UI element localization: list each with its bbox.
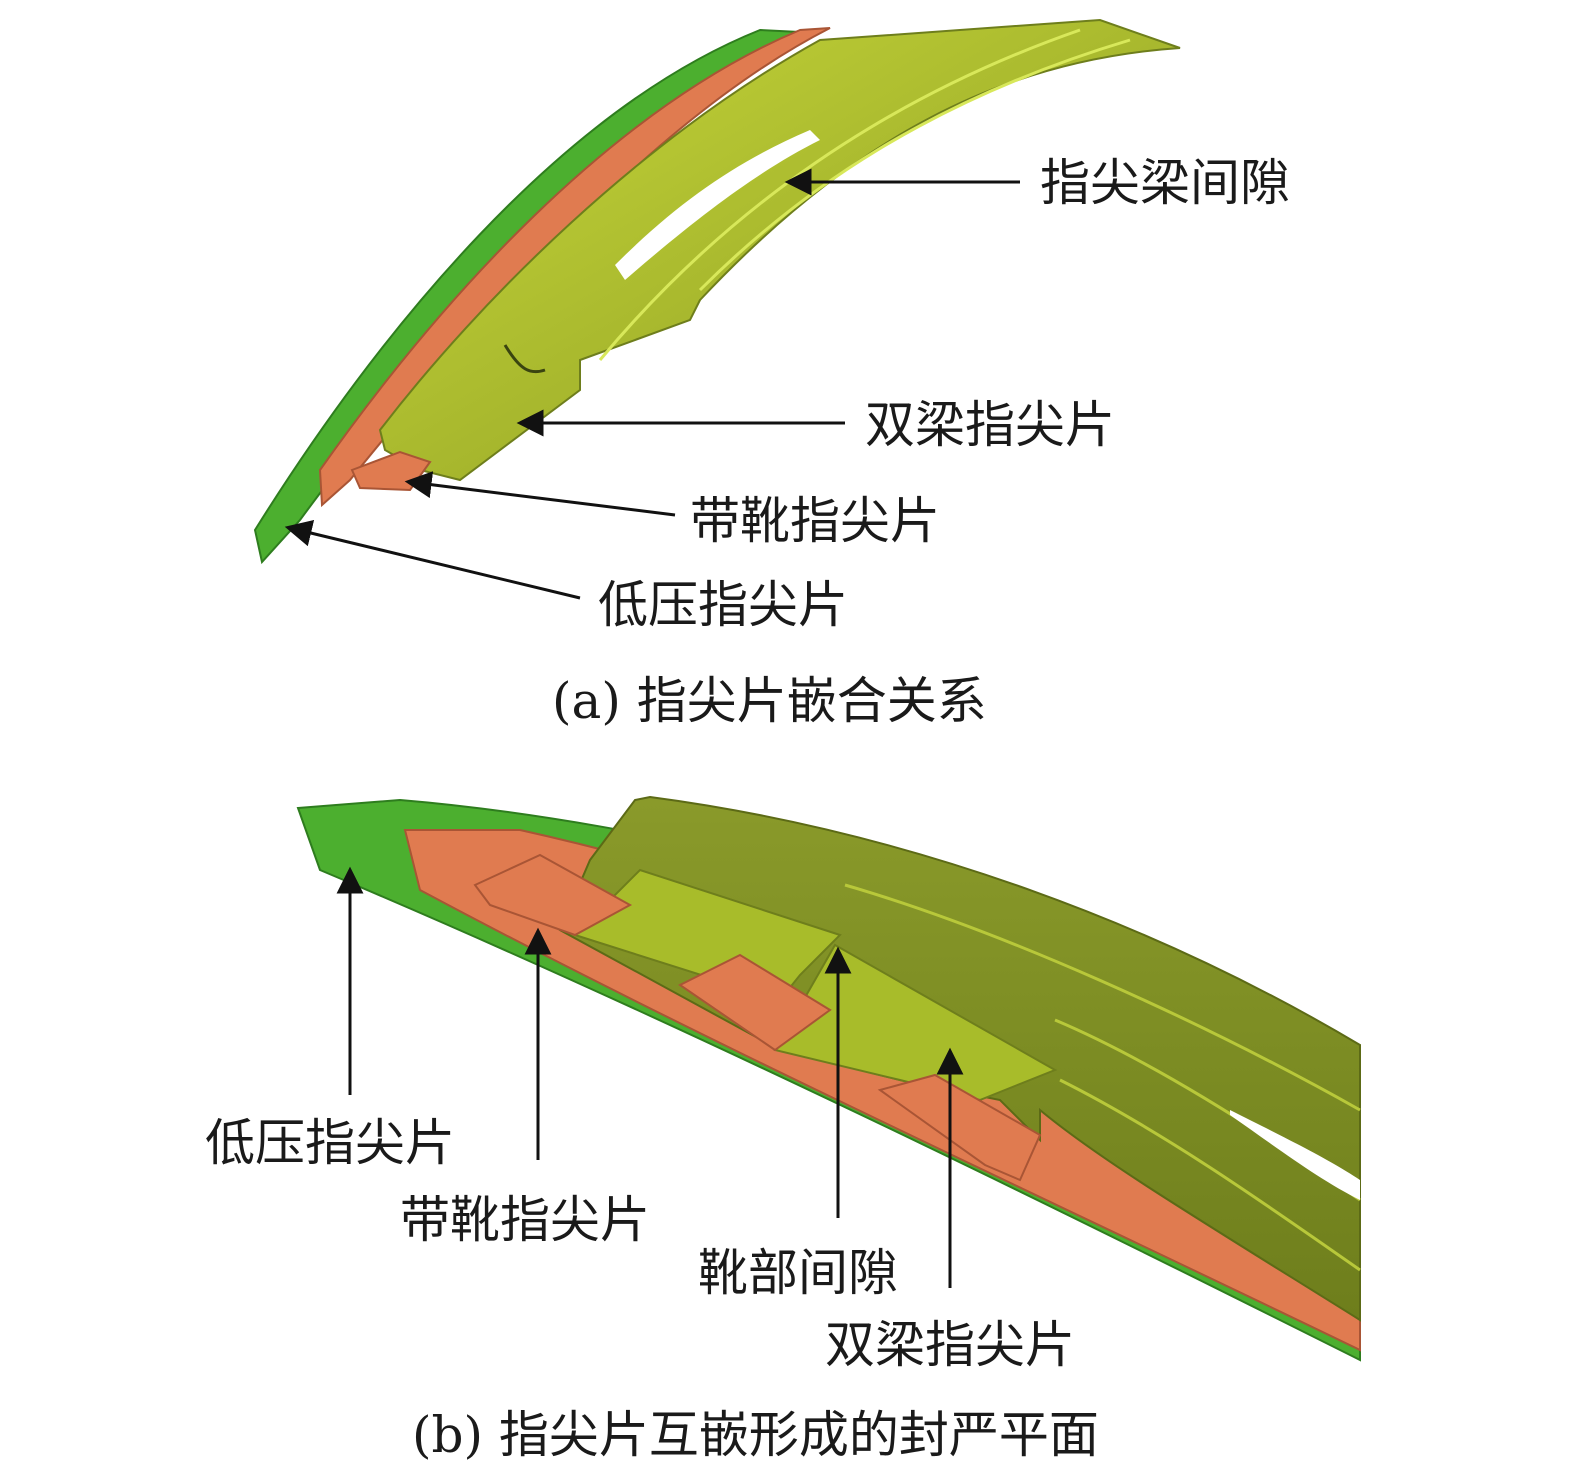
double-beam-body-a: [378, 18, 1181, 482]
beam-gap-slot-b: [1230, 1110, 1360, 1200]
label-double-beam-b: 双梁指尖片: [825, 1316, 1075, 1374]
label-double-beam-a: 双梁指尖片: [865, 396, 1115, 454]
caption-a: (a) 指尖片嵌合关系: [552, 672, 987, 730]
label-beam-gap-a: 指尖梁间隙: [1040, 154, 1290, 212]
boot-block-2-b: [678, 953, 832, 1052]
boot-block-1-b: [473, 853, 633, 937]
panel-a-arrows: [284, 168, 1020, 600]
label-boot-tip-a: 带靴指尖片: [690, 492, 940, 550]
panel-a: [253, 18, 1181, 565]
beam-gap-slot-a: [615, 130, 820, 280]
label-low-pressure-a: 低压指尖片: [598, 576, 848, 634]
arrow-low-pressure-a: [284, 519, 581, 600]
label-boot-gap-b: 靴部间隙: [698, 1244, 898, 1302]
label-boot-tip-b: 带靴指尖片: [400, 1191, 650, 1249]
arrow-boot-tip-a: [404, 471, 676, 517]
panel-b-arrows: [336, 866, 964, 1288]
boot-block-3-b: [877, 1073, 1042, 1182]
caption-b: (b) 指尖片互嵌形成的封严平面: [412, 1406, 1099, 1464]
label-low-pressure-b: 低压指尖片: [205, 1114, 455, 1172]
